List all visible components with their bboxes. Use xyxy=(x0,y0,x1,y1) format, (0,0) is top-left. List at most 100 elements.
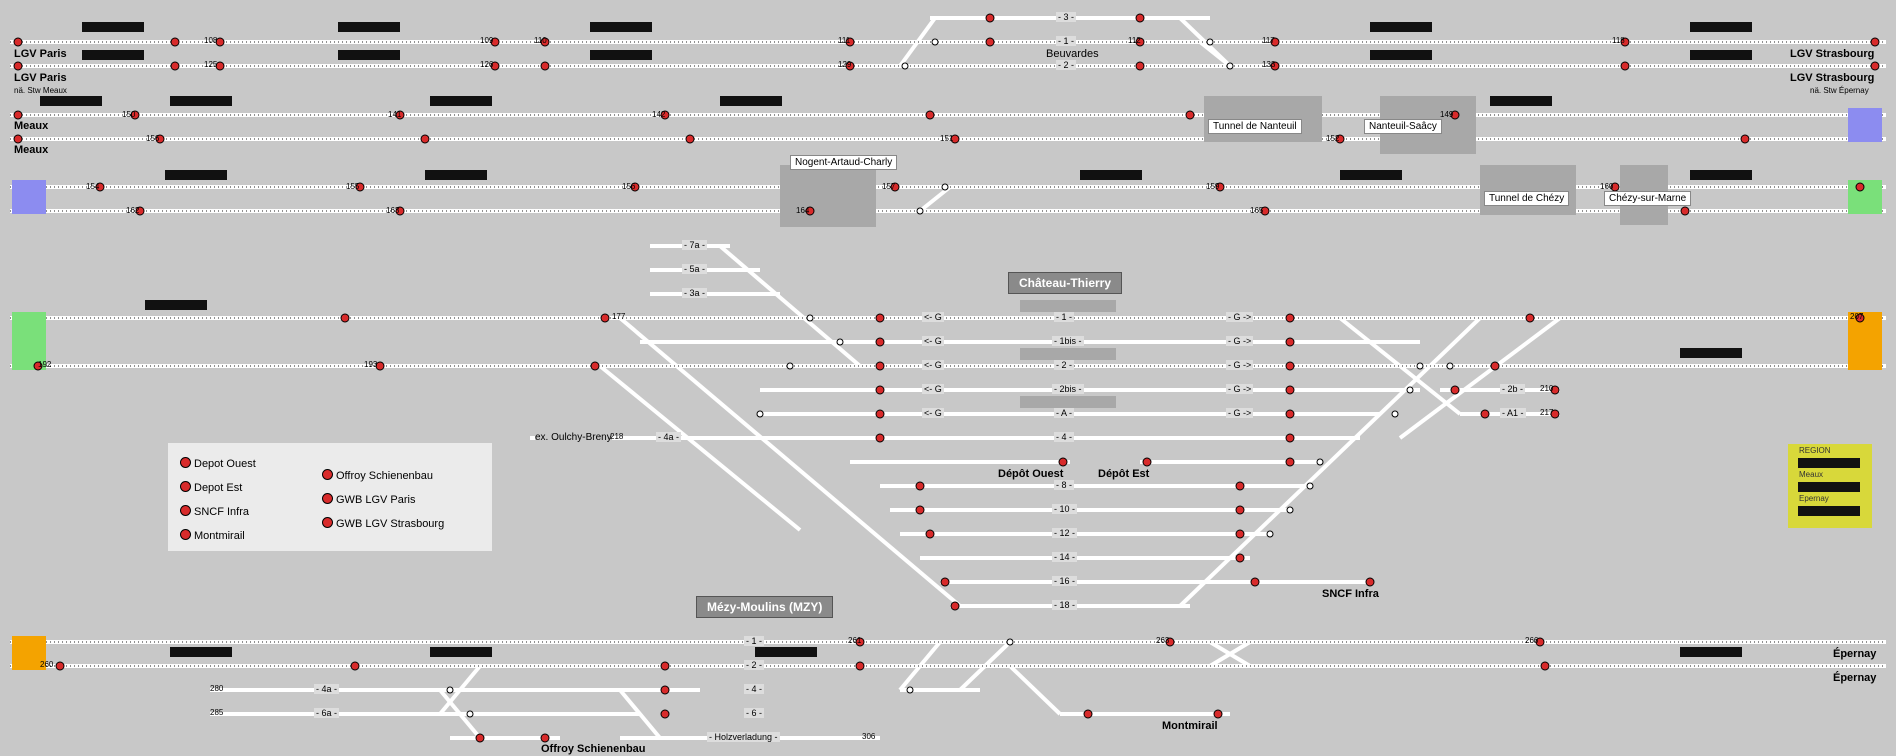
route-west: <- G xyxy=(922,312,944,322)
legend-item[interactable]: Depot Ouest xyxy=(180,457,256,470)
route-east: - G -> xyxy=(1226,384,1254,394)
track-number: - A - xyxy=(1054,408,1075,418)
place-tunnel-nanteuil: Tunnel de Nanteuil xyxy=(1208,119,1302,134)
legend-item[interactable]: SNCF Infra xyxy=(180,505,249,518)
track-number: - 5a - xyxy=(682,264,708,274)
signal-number[interactable]: 285 xyxy=(210,708,224,717)
signal-number[interactable]: 162 xyxy=(126,206,140,215)
track-number: - 8 - xyxy=(1054,480,1075,490)
signal-number[interactable]: 207 xyxy=(1850,312,1864,321)
track-number: - 1 - xyxy=(744,636,765,646)
signal-number[interactable]: 164 xyxy=(796,206,810,215)
signal-number[interactable]: 149 xyxy=(1440,110,1454,119)
track-number: - 18 - xyxy=(1052,600,1078,610)
signal-number[interactable]: 217 xyxy=(1540,408,1554,417)
endpoint-lgv-paris-2: LGV Paris xyxy=(14,72,67,84)
signal-number[interactable]: 156 xyxy=(146,134,160,143)
signal-number[interactable]: 261 xyxy=(848,636,862,645)
region-sub1: Meaux xyxy=(1799,470,1824,479)
signal-number[interactable]: 193 xyxy=(364,360,378,369)
track-number: - 1bis - xyxy=(1052,336,1084,346)
signal-number[interactable]: 150 xyxy=(122,110,136,119)
signal-number[interactable]: 154 xyxy=(86,182,100,191)
signal-number[interactable]: 177 xyxy=(612,312,626,321)
signal-number[interactable]: 266 xyxy=(1525,636,1539,645)
endpoint-lgv-paris-1: LGV Paris xyxy=(14,48,67,60)
place-oulchy: ex. Oulchy-Breny xyxy=(535,432,612,443)
place-nogent: Nogent-Artaud-Charly xyxy=(790,155,898,170)
track-number: - 12 - xyxy=(1052,528,1078,538)
region-indicator[interactable] xyxy=(1798,458,1860,468)
signal-number[interactable]: 142 xyxy=(652,110,666,119)
track-number: - 4a - xyxy=(314,684,340,694)
legend-item[interactable]: Offroy Schienenbau xyxy=(322,469,433,482)
signal-number[interactable]: 210 xyxy=(1540,384,1554,393)
region-indicator[interactable] xyxy=(1798,506,1860,516)
signal-number[interactable]: 151 xyxy=(940,134,954,143)
signal-number[interactable]: 112 xyxy=(1128,36,1141,45)
region-panel: REGION Meaux Epernay xyxy=(1788,444,1872,528)
signal-number[interactable]: 109 xyxy=(480,36,494,45)
region-indicator[interactable] xyxy=(1798,482,1860,492)
signal-number[interactable]: 118 xyxy=(1612,36,1625,45)
track-number: - 2 - xyxy=(744,660,765,670)
signal-dot-icon xyxy=(180,529,191,540)
endpoint-meaux-1: Meaux xyxy=(14,120,49,132)
endpoint-epernay-2: Épernay xyxy=(1833,672,1877,684)
signal-number[interactable]: 133 xyxy=(1262,60,1276,69)
track-number: - 2 - xyxy=(1054,360,1075,370)
station-mezy: Mézy-Moulins (MZY) xyxy=(696,596,834,618)
signal-number[interactable]: 263 xyxy=(1156,636,1170,645)
route-east: - G -> xyxy=(1226,408,1254,418)
legend-item[interactable]: GWB LGV Strasbourg xyxy=(322,517,444,530)
signal-number[interactable]: 218 xyxy=(610,432,624,441)
legend-item[interactable]: Montmirail xyxy=(180,529,245,542)
place-montmirail: Montmirail xyxy=(1162,720,1218,732)
route-west: <- G xyxy=(922,360,944,370)
route-east: - G -> xyxy=(1226,360,1254,370)
track-number: - 1 - xyxy=(1056,36,1077,46)
track-number: - 16 - xyxy=(1052,576,1078,586)
signal-number[interactable]: 306 xyxy=(862,732,876,741)
legend-item[interactable]: Depot Est xyxy=(180,481,242,494)
track-number: - 14 - xyxy=(1052,552,1078,562)
region-sub2: Epernay xyxy=(1799,494,1829,503)
legend-panel: Depot Ouest Depot Est SNCF Infra Montmir… xyxy=(168,443,492,551)
signal-number[interactable]: 165 xyxy=(1250,206,1264,215)
track-number: - 7a - xyxy=(682,240,708,250)
legend-item[interactable]: GWB LGV Paris xyxy=(322,493,415,506)
signal-number[interactable]: 141 xyxy=(388,110,402,119)
signal-number[interactable]: 126 xyxy=(480,60,494,69)
signal-number[interactable]: 155 xyxy=(346,182,360,191)
signal-number[interactable]: 129 xyxy=(838,60,852,69)
signal-number[interactable]: 260 xyxy=(40,660,54,669)
signal-number[interactable]: 108 xyxy=(204,36,218,45)
signal-number[interactable]: 117 xyxy=(1262,36,1275,45)
signal-number[interactable]: 192 xyxy=(38,360,52,369)
place-tunnel-chezy: Tunnel de Chézy xyxy=(1484,191,1570,206)
endpoint-epernay-1: Épernay xyxy=(1833,648,1877,660)
track-number: - 4 - xyxy=(744,684,765,694)
track-number: - 10 - xyxy=(1052,504,1078,514)
track-number: - 6a - xyxy=(314,708,340,718)
place-beuvardes: Beuvardes xyxy=(1046,48,1099,60)
signal-number[interactable]: 111 xyxy=(838,36,851,45)
place-offroy: Offroy Schienenbau xyxy=(541,743,646,755)
track-number: - 4a - xyxy=(656,432,682,442)
track-number: - 6 - xyxy=(744,708,765,718)
signal-number[interactable]: 280 xyxy=(210,684,224,693)
signal-number[interactable]: 159 xyxy=(1206,182,1220,191)
signal-number[interactable]: 110 xyxy=(534,36,547,45)
signal-number[interactable]: 156 xyxy=(622,182,636,191)
endpoint-lgv-strasbourg-1: LGV Strasbourg xyxy=(1790,48,1875,60)
signal-number[interactable]: 152 xyxy=(1326,134,1340,143)
place-depot-est: Dépôt Est xyxy=(1098,468,1150,480)
route-east: - G -> xyxy=(1226,336,1254,346)
signal-number[interactable]: 125 xyxy=(204,60,218,69)
signal-number[interactable]: 163 xyxy=(386,206,400,215)
signal-number[interactable]: 160 xyxy=(1600,182,1614,191)
endpoint-na-stw-meaux: nä. Stw Meaux xyxy=(14,86,67,95)
signal-dot-icon xyxy=(180,505,191,516)
signal-number[interactable]: 157 xyxy=(882,182,896,191)
